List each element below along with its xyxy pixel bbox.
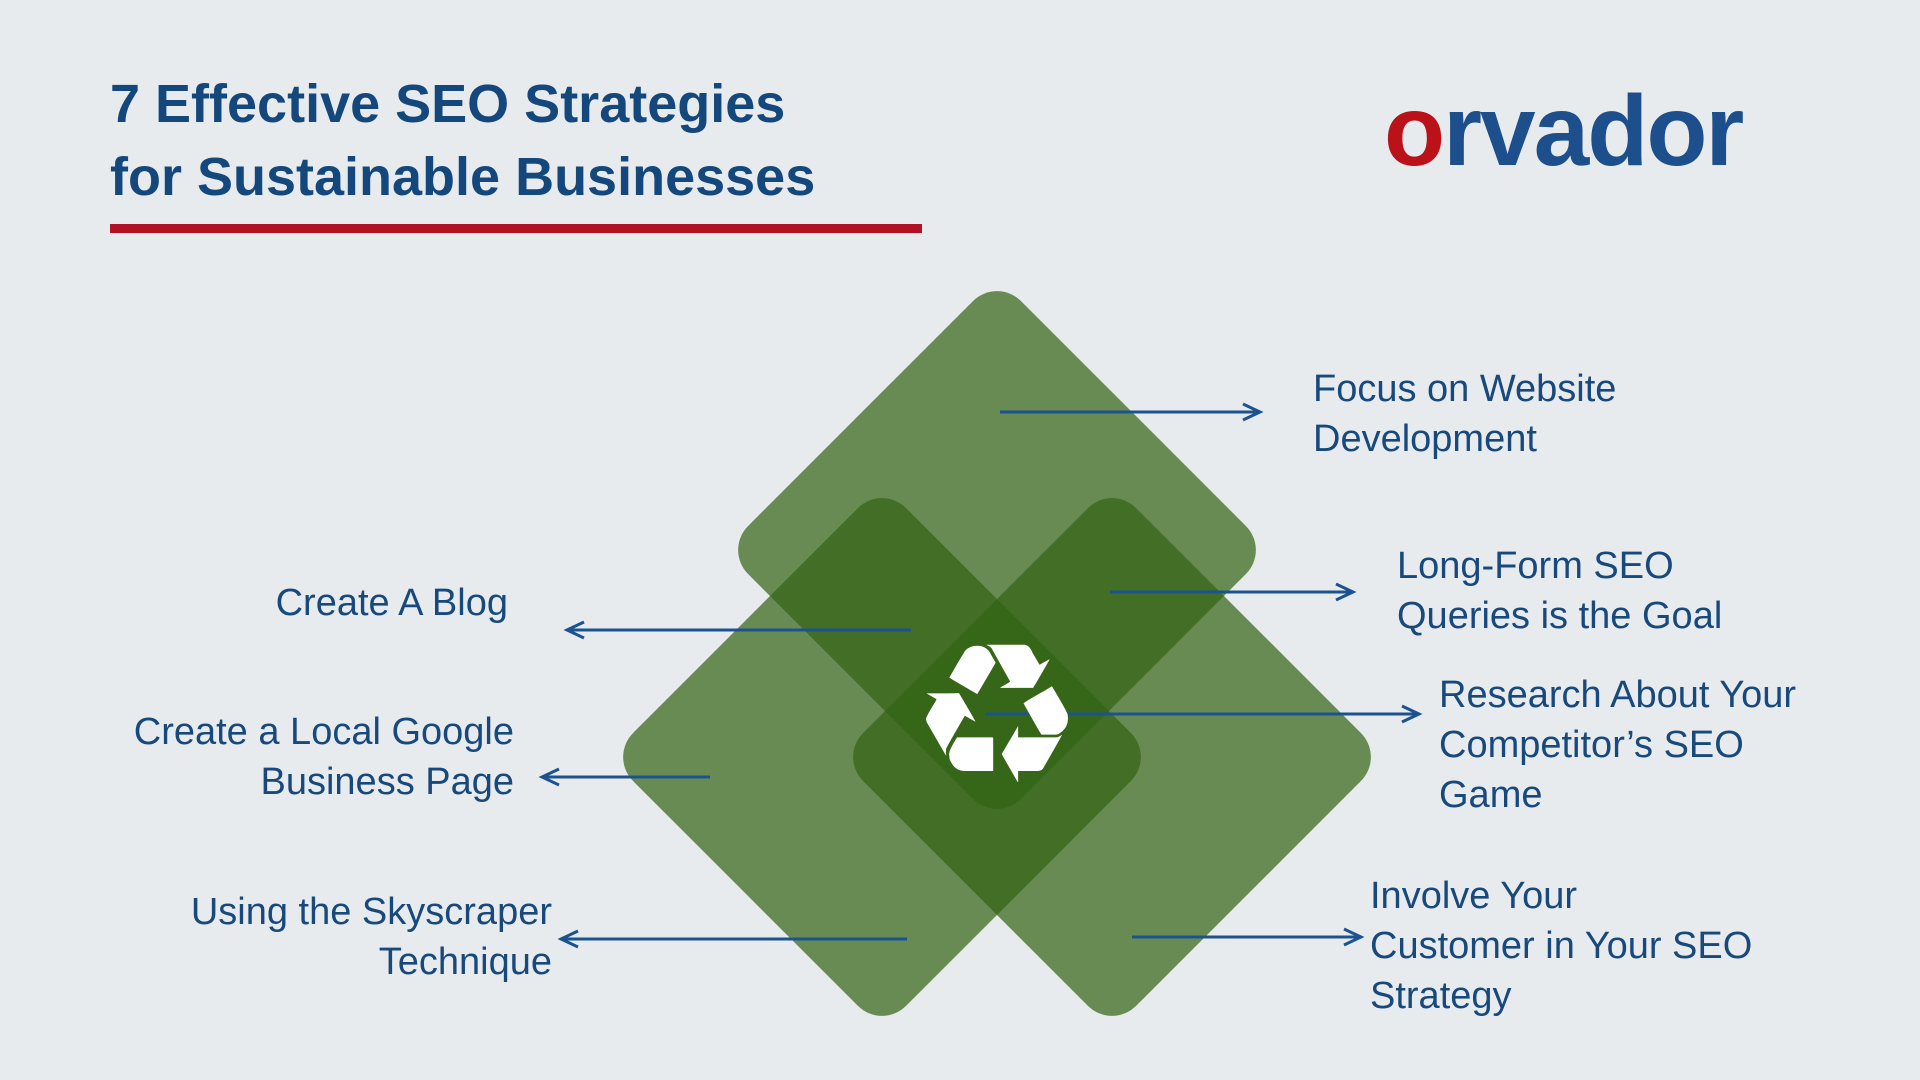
arrow-research-competitor	[985, 700, 1423, 728]
title-underline	[110, 224, 922, 233]
label-line: Create a Local Google	[133, 711, 514, 753]
label-research-competitor: Research About Your Competitor’s SEO Gam…	[1439, 670, 1796, 820]
label-focus-website: Focus on Website Development	[1313, 364, 1616, 464]
label-line: Game	[1439, 774, 1543, 816]
label-google-business: Create a Local Google Business Page	[134, 707, 514, 807]
page-title: 7 Effective SEO Strategies for Sustainab…	[110, 68, 1010, 214]
label-line: Using the Skyscraper	[190, 891, 552, 933]
label-line: Development	[1313, 418, 1537, 460]
label-line: Involve Your	[1370, 875, 1578, 917]
page-title-line1: 7 Effective SEO Strategies	[110, 74, 786, 134]
arrow-skyscraper	[557, 925, 907, 953]
arrow-involve-customer	[1132, 923, 1365, 951]
label-line: Queries is the Goal	[1397, 595, 1723, 637]
page-title-line2: for Sustainable Businesses	[110, 147, 816, 207]
arrow-focus-website	[1000, 398, 1264, 426]
label-create-blog: Create A Blog	[276, 578, 508, 628]
logo-first-letter: o	[1384, 75, 1445, 187]
label-line: Strategy	[1370, 975, 1512, 1017]
label-skyscraper: Using the Skyscraper Technique	[191, 887, 552, 987]
logo-rest: rvador	[1443, 75, 1744, 187]
label-line: Focus on Website	[1313, 368, 1617, 410]
label-involve-customer: Involve Your Customer in Your SEO Strate…	[1370, 871, 1752, 1021]
recycle-icon-glyph: ♻	[909, 601, 1085, 828]
label-line: Business Page	[260, 761, 515, 803]
label-line: Customer in Your SEO	[1370, 925, 1753, 967]
recycle-icon: ♻	[867, 585, 1127, 845]
label-long-form: Long-Form SEO Queries is the Goal	[1397, 541, 1722, 641]
label-line: Technique	[378, 941, 552, 983]
label-line: Research About Your	[1439, 674, 1797, 716]
arrow-google-business	[538, 763, 710, 791]
arrow-long-form	[1110, 578, 1357, 606]
arrow-create-blog	[563, 616, 911, 644]
label-line: Long-Form SEO	[1397, 545, 1674, 587]
brand-logo: orvador	[1384, 76, 1814, 186]
label-line: Create A Blog	[275, 582, 508, 624]
label-line: Competitor’s SEO	[1439, 724, 1744, 766]
